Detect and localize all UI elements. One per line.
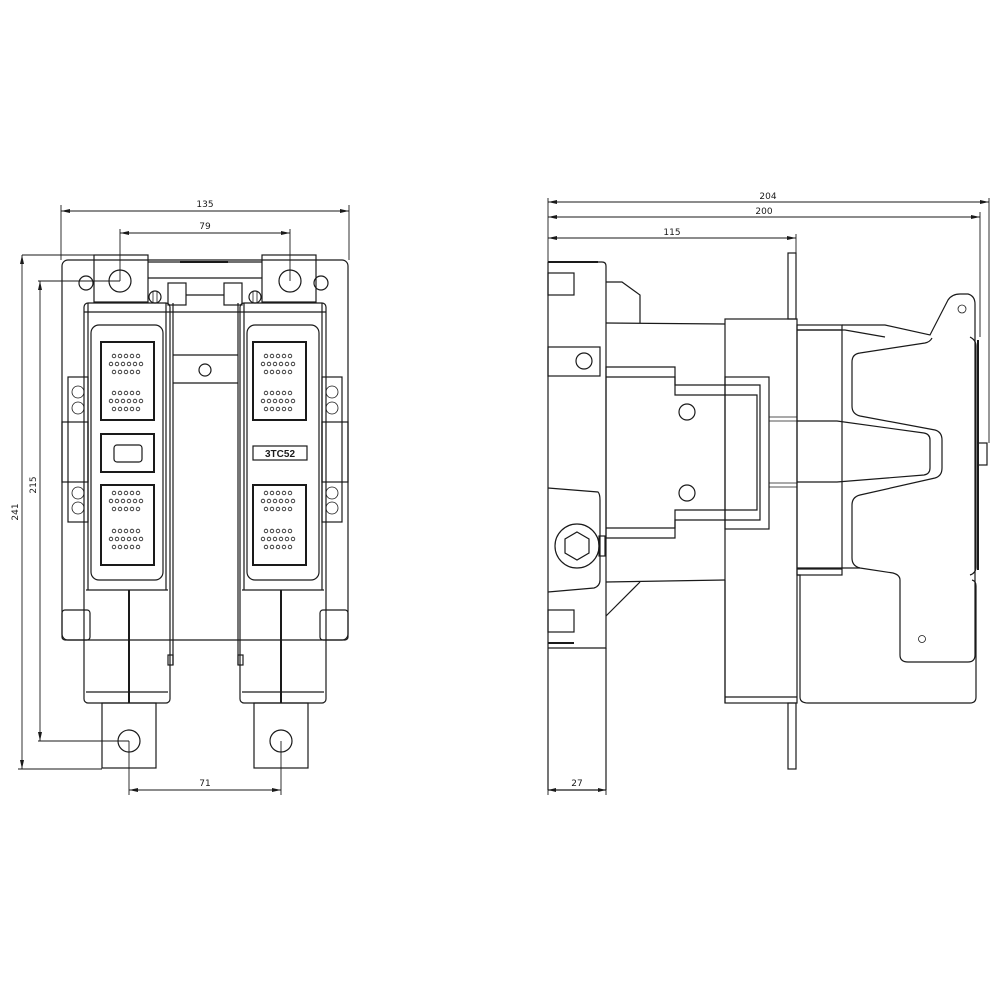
side-view: 204 200 115 27 <box>547 192 990 795</box>
pivot-hole <box>918 635 926 643</box>
svg-text:215: 215 <box>29 476 39 493</box>
top-terminal-right <box>261 254 317 303</box>
mounting-plate-bottom <box>787 702 797 770</box>
svg-text:79: 79 <box>199 222 211 232</box>
armature-hole <box>678 484 696 502</box>
pole-1-body <box>83 302 171 704</box>
svg-text:200: 200 <box>755 207 772 217</box>
base-block <box>548 261 607 649</box>
vent-panel <box>252 341 307 421</box>
dimension-mounting-height: 215 <box>29 280 129 742</box>
contact-lever <box>842 293 976 663</box>
armature-block <box>605 366 761 539</box>
svg-text:71: 71 <box>199 779 210 789</box>
indicator-window <box>113 444 143 463</box>
side-bracket-left <box>67 376 89 523</box>
mounting-hole <box>78 275 94 291</box>
dimension-mounting-plane-depth: 115 <box>548 228 797 253</box>
dimension-overall-height: 241 <box>11 254 102 770</box>
dimension-top-terminal-spacing: 79 <box>119 222 291 281</box>
front-view: 3TC52 135 79 <box>11 200 350 795</box>
side-bracket-right <box>321 376 343 523</box>
model-label: 3TC52 <box>265 449 295 460</box>
dimension-body-depth: 200 <box>548 207 981 337</box>
hex-icon <box>564 531 590 561</box>
mounting-plate-top <box>787 252 797 320</box>
lower-shell <box>797 574 977 704</box>
center-screw-hole <box>198 363 212 377</box>
dimension-overall-width: 135 <box>60 200 350 260</box>
rear-tab <box>977 442 988 466</box>
dimension-terminal-depth: 27 <box>547 779 607 795</box>
vent-panel <box>252 484 307 566</box>
svg-text:204: 204 <box>759 192 776 202</box>
hex-bolt <box>554 523 600 569</box>
dimension-bottom-terminal-spacing: 71 <box>128 741 282 795</box>
svg-text:135: 135 <box>196 200 213 210</box>
armature-hole <box>678 403 696 421</box>
vent-panel <box>100 484 155 566</box>
side-screw-hole <box>575 352 593 370</box>
mounting-plate-outline <box>61 259 349 641</box>
model-label-plate <box>252 445 308 461</box>
top-terminal-left <box>93 254 149 303</box>
mounting-hole <box>313 275 329 291</box>
svg-text:27: 27 <box>571 779 582 789</box>
dimension-overall-depth: 204 <box>547 192 990 443</box>
pivot-hole <box>957 304 967 314</box>
vent-panel <box>100 341 155 421</box>
svg-text:241: 241 <box>11 503 21 520</box>
indicator-window-frame <box>100 433 155 473</box>
svg-text:115: 115 <box>663 228 680 238</box>
